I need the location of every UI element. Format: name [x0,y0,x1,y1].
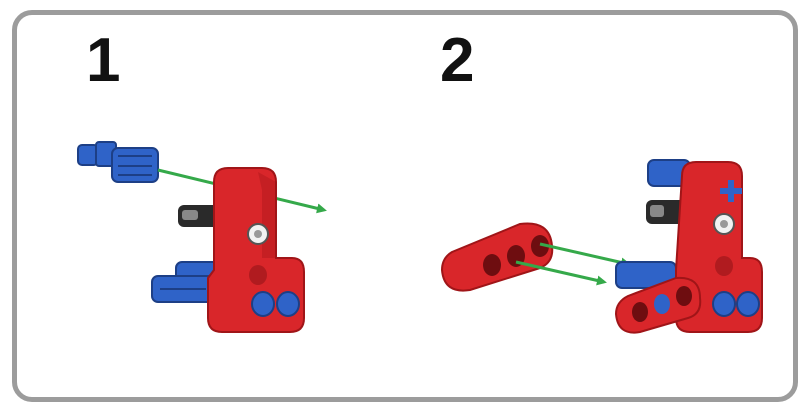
green-arrow-icon [539,242,631,268]
green-arrow-icon [515,260,607,286]
step-2-number: 2 [440,26,475,95]
black-pin-icon [178,205,224,227]
red-angled-beam-icon [207,167,305,333]
red-three-hole-beam-icon [440,222,554,292]
step-2-assembly [440,159,763,334]
step-1-number: 1 [86,26,121,95]
step-1-assembly [77,141,327,333]
blue-pin-icon [77,141,159,183]
red-three-hole-beam-icon [614,276,702,334]
